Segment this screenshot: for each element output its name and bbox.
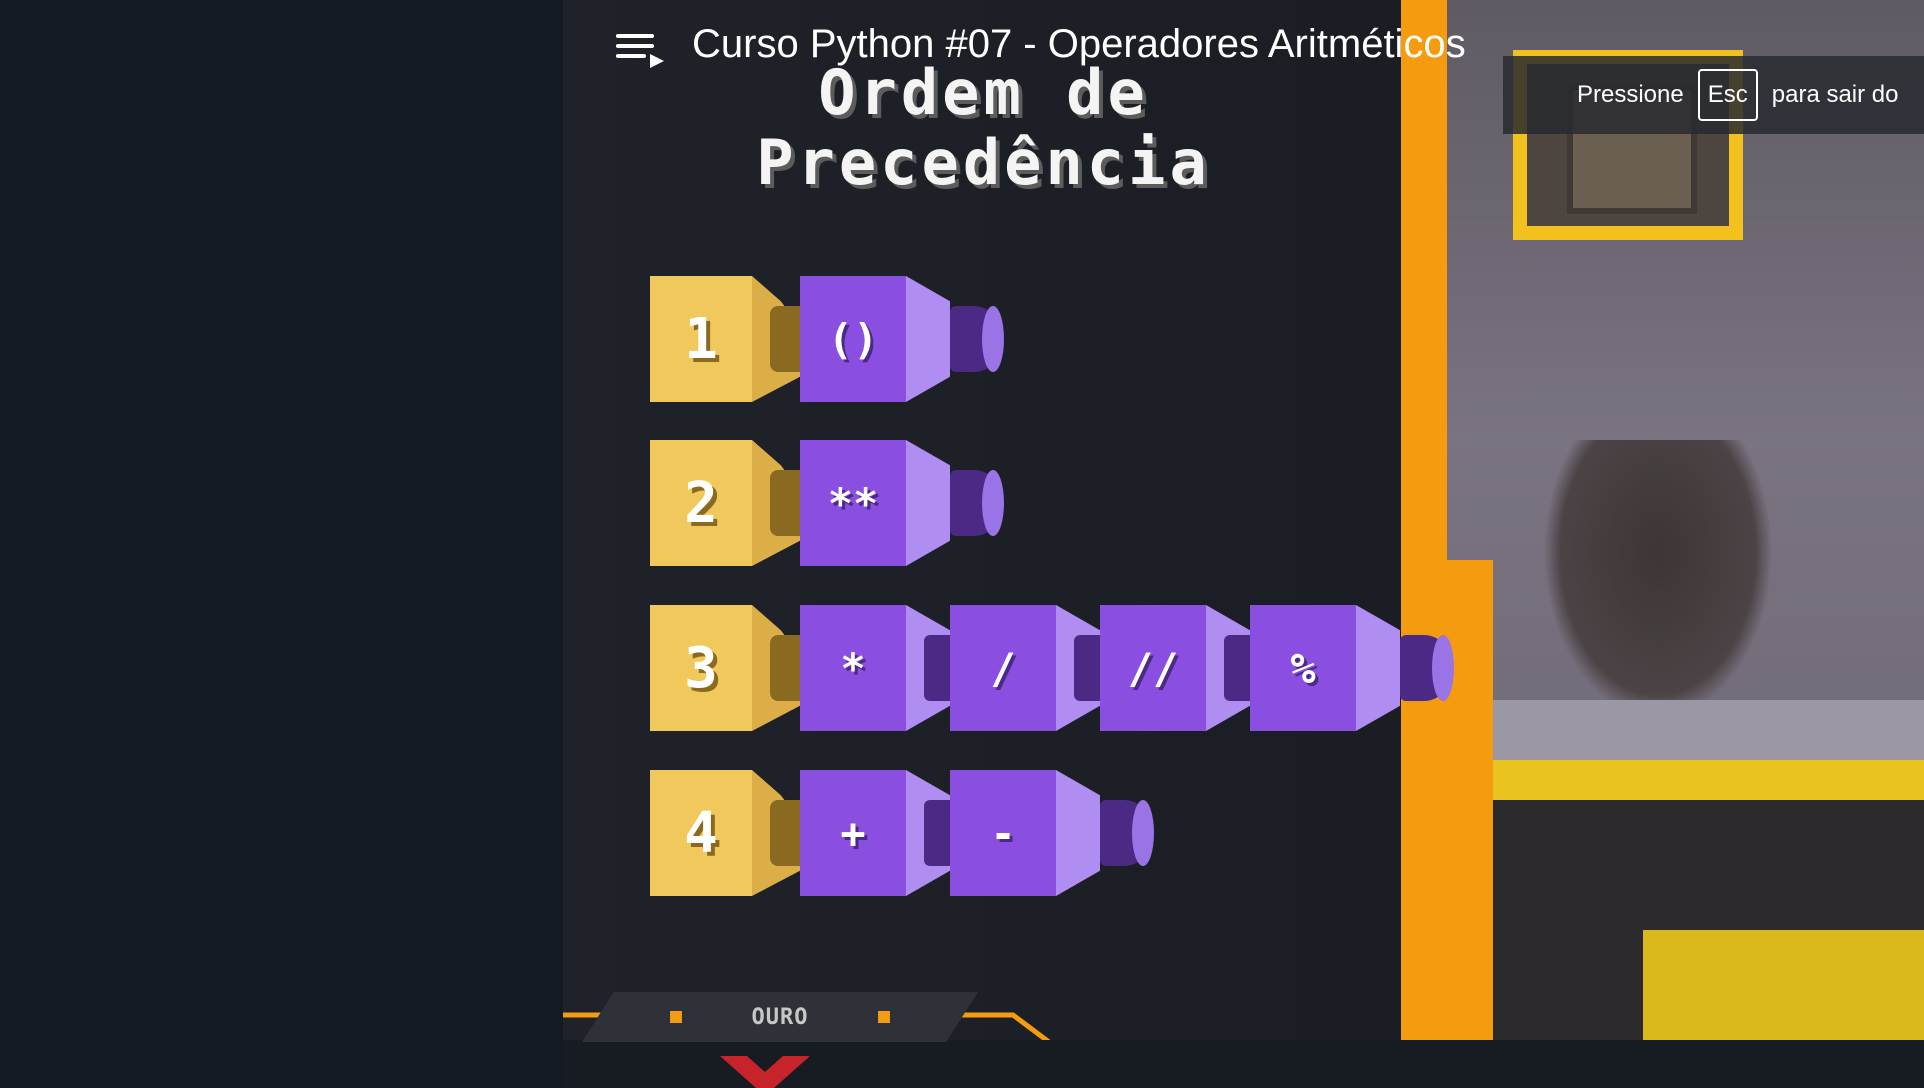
operator-label: **: [827, 478, 879, 528]
badge-dot-icon: [669, 1011, 682, 1023]
operator-block: *: [800, 605, 950, 731]
yellow-seat: [1643, 930, 1924, 1050]
rank-label: 2: [684, 470, 718, 536]
level-badge-label: OURO: [751, 1004, 809, 1030]
rank-label: 1: [684, 306, 718, 372]
operator-block: /: [950, 605, 1100, 731]
row-end-cap: [950, 276, 1010, 402]
slide-title-line2: Precedência: [756, 126, 1211, 199]
letterbox-left: [0, 0, 563, 1088]
operator-label: -: [990, 808, 1016, 858]
operator-block: **: [800, 440, 950, 566]
operator-label: +: [840, 808, 866, 858]
rank-label: 4: [684, 800, 718, 866]
rank-block: 1: [650, 276, 800, 402]
precedence-row: 3 * / // %: [650, 605, 1460, 731]
video-title-bar: Curso Python #07 - Operadores Aritmético…: [614, 14, 1466, 74]
row-end-cap: [1400, 605, 1460, 731]
operator-label: %: [1290, 643, 1316, 693]
esc-notice-suffix: para sair do: [1771, 81, 1899, 108]
slide-title: Ordem de Precedência: [706, 58, 1261, 198]
shelf-edge: [1493, 760, 1924, 800]
rank-block: 2: [650, 440, 800, 566]
operator-block: %: [1250, 605, 1400, 731]
operator-block: (): [800, 276, 950, 402]
playlist-icon[interactable]: [614, 20, 664, 68]
esc-key-badge: Esc: [1697, 69, 1758, 121]
row-end-cap: [1100, 770, 1160, 896]
operator-label: (): [827, 314, 879, 364]
esc-notice-prefix: Pressione: [1577, 81, 1684, 108]
operator-block: //: [1100, 605, 1250, 731]
rank-label: 3: [684, 635, 718, 701]
video-title[interactable]: Curso Python #07 - Operadores Aritmético…: [692, 21, 1466, 66]
operator-label: *: [840, 643, 866, 693]
level-badge: OURO: [582, 992, 978, 1042]
precedence-row: 4 + -: [650, 770, 1160, 896]
row-end-cap: [950, 440, 1010, 566]
toy-figure: [1543, 440, 1773, 720]
badge-dot-icon: [878, 1011, 891, 1023]
shelf-surface: [1493, 700, 1924, 760]
operator-label: //: [1127, 643, 1179, 693]
precedence-row: 1 (): [650, 276, 1010, 402]
operator-label: /: [990, 643, 1016, 693]
operator-block: +: [800, 770, 950, 896]
slide-title-line1: Ordem de: [818, 56, 1149, 129]
precedence-row: 2 **: [650, 440, 1010, 566]
fullscreen-exit-notice: Pressione Esc para sair do: [1503, 56, 1924, 134]
rank-block: 3: [650, 605, 800, 731]
rank-block: 4: [650, 770, 800, 896]
operator-block: -: [950, 770, 1100, 896]
